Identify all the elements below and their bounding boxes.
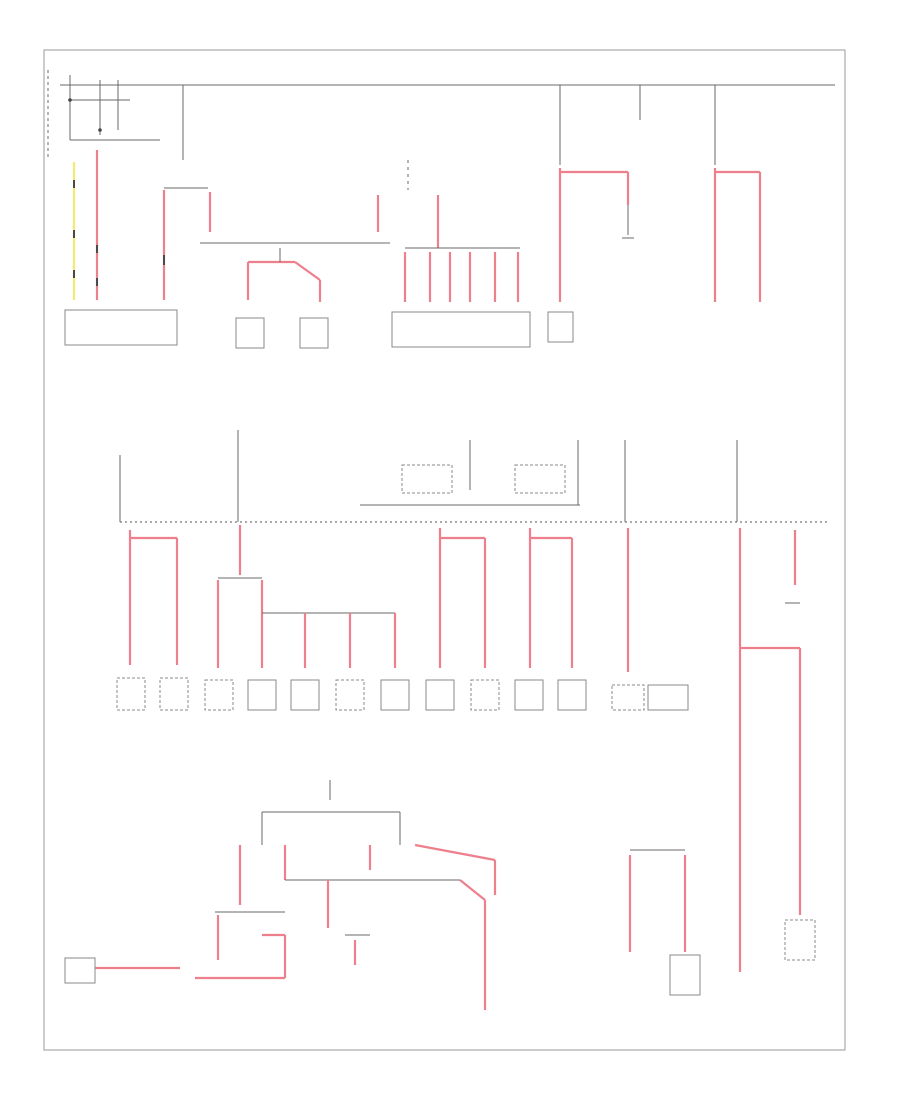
module-box bbox=[611, 684, 645, 711]
module-box bbox=[514, 679, 544, 711]
lower-branches bbox=[116, 525, 816, 972]
upper-modules bbox=[235, 160, 762, 349]
module-box bbox=[557, 679, 587, 711]
module-box bbox=[380, 679, 410, 711]
module-box bbox=[299, 317, 329, 349]
relay-box bbox=[514, 464, 566, 494]
module-box bbox=[470, 679, 500, 711]
module-box bbox=[64, 957, 96, 984]
main-fuse-bus bbox=[119, 430, 830, 523]
relay-box bbox=[401, 464, 453, 494]
module-box bbox=[159, 677, 189, 711]
module-box bbox=[64, 309, 178, 346]
module-box bbox=[647, 684, 689, 711]
module-box bbox=[784, 919, 816, 961]
module-box bbox=[290, 679, 320, 711]
ignition-switch-section bbox=[47, 70, 390, 346]
bottom-left-section bbox=[64, 780, 497, 1010]
module-box bbox=[247, 679, 277, 711]
diagram-frame bbox=[43, 49, 846, 1051]
top-ignition-bus bbox=[60, 84, 835, 165]
module-box bbox=[669, 954, 701, 996]
module-box bbox=[391, 311, 531, 348]
module-box bbox=[235, 317, 265, 349]
module-box bbox=[116, 677, 146, 711]
module-box bbox=[547, 311, 574, 343]
module-box bbox=[425, 679, 455, 711]
bottom-right-section bbox=[628, 849, 701, 996]
module-box bbox=[335, 679, 365, 711]
module-box bbox=[204, 679, 234, 711]
